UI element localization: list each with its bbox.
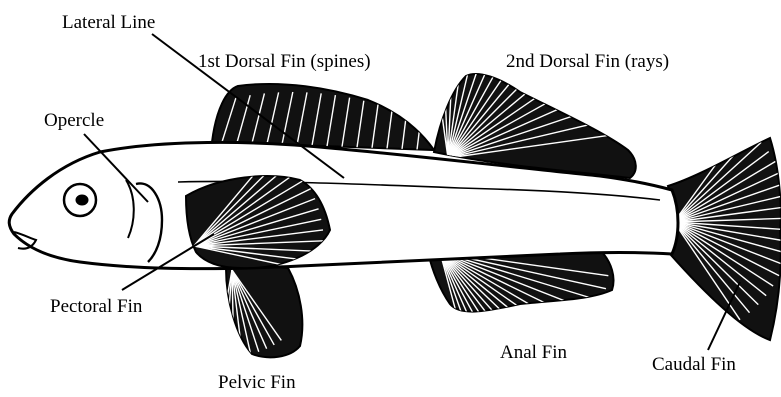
anal-label: Anal Fin <box>500 342 568 363</box>
caudal-label: Caudal Fin <box>652 354 736 375</box>
pelvic-label: Pelvic Fin <box>218 372 296 393</box>
opercle-label: Opercle <box>44 110 104 131</box>
pelvic-ray <box>217 270 232 355</box>
second-dorsal-label: 2nd Dorsal Fin (rays) <box>506 51 669 72</box>
lateral-line-label: Lateral Line <box>62 12 155 33</box>
caudal-fin <box>668 127 781 340</box>
pectoral-label: Pectoral Fin <box>50 296 143 317</box>
second-dorsal-fin <box>424 0 635 178</box>
first-dorsal-label: 1st Dorsal Fin (spines) <box>198 51 371 72</box>
pupil <box>76 195 89 206</box>
pelvic-fin <box>217 267 302 358</box>
second-dorsal-ray <box>424 0 448 158</box>
first-dorsal-fin-shape <box>212 84 434 150</box>
anal-fin <box>428 250 614 397</box>
first-dorsal-fin <box>212 84 434 150</box>
